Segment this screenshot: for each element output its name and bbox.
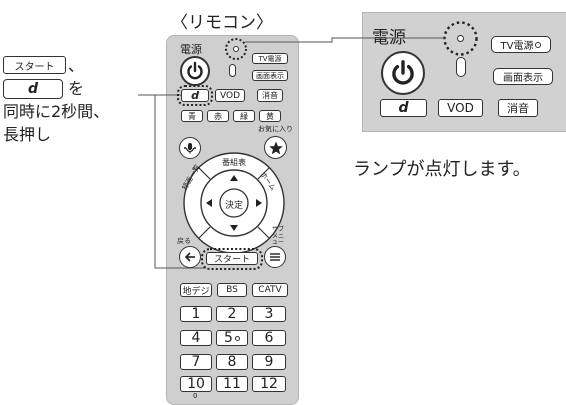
remote-power-button[interactable] — [180, 56, 210, 86]
remote-number-key[interactable]: 1 — [180, 306, 212, 322]
remote-lamp-indicator — [229, 64, 236, 77]
number-label: 2 — [227, 306, 237, 322]
remote-terrestrial-button[interactable]: 地デジ — [180, 283, 212, 297]
zoom-screen-display-button: 画面表示 — [493, 68, 553, 85]
remote-blue-button[interactable]: 青 — [181, 110, 203, 122]
tactile-dot — [234, 335, 240, 341]
remote-favorite-button[interactable] — [264, 136, 287, 159]
zoom-d-label: d — [398, 100, 409, 116]
remote-green-button[interactable]: 緑 — [233, 110, 255, 122]
instruction-line-4: 長押し — [3, 125, 52, 144]
number-label: 7 — [191, 354, 201, 370]
number-label: 9 — [264, 354, 274, 370]
caption: ランプが点灯します。 — [353, 159, 531, 180]
remote-bottom-label: 0 — [193, 392, 198, 400]
remote-vod-button[interactable]: VOD — [215, 89, 245, 102]
remote-sub-menu-label: サブメニュー — [272, 226, 285, 247]
remote-number-key[interactable]: 8 — [216, 354, 248, 370]
remote-yellow-button[interactable]: 黄 — [259, 110, 281, 122]
menu-icon — [270, 253, 280, 261]
zoom-lamp-indicator — [456, 57, 466, 77]
remote-yellow-label: 黄 — [266, 111, 274, 121]
zoom-mute-button: 消音 — [498, 99, 538, 117]
instruction-line-3: 同時に2秒間、 — [3, 102, 110, 121]
remote-menu-button[interactable] — [264, 246, 286, 268]
number-label: 10 — [187, 376, 205, 392]
zoom-power-button — [381, 51, 425, 95]
remote-d-label: d — [191, 89, 199, 102]
remote-terrestrial-label: 地デジ — [182, 286, 210, 297]
remote-green-label: 緑 — [240, 111, 248, 121]
number-label: 3 — [264, 306, 274, 322]
zoom-tv-power-label: TV電源 — [500, 41, 534, 52]
remote-red-button[interactable]: 赤 — [207, 110, 229, 122]
remote-bs-button[interactable]: BS — [217, 283, 247, 297]
back-arrow-icon — [184, 252, 195, 262]
remote-screen-display-button[interactable]: 画面表示 — [252, 70, 288, 81]
remote-bs-label: BS — [226, 285, 238, 295]
number-label: 8 — [227, 354, 237, 370]
instruction-particle: を — [68, 79, 85, 98]
remote-mute-label: 消音 — [262, 91, 278, 100]
remote-number-key[interactable]: 2 — [216, 306, 248, 322]
number-label: 4 — [191, 330, 201, 346]
instruction-d-key: d — [3, 79, 63, 99]
remote-number-key[interactable]: 3 — [252, 306, 286, 322]
remote-tv-power-button[interactable]: TV電源 — [252, 53, 288, 64]
instruction-start-key: スタート — [3, 56, 66, 74]
remote-power-label: 電源 — [180, 43, 202, 56]
zoom-d-button: d — [380, 99, 427, 117]
number-label: 12 — [260, 376, 278, 392]
remote-start-button[interactable]: スタート — [206, 252, 258, 265]
remote-number-key[interactable]: 12 — [252, 376, 286, 392]
remote-number-key[interactable]: 6 — [252, 330, 286, 346]
remote-back-button[interactable] — [179, 246, 201, 268]
remote-title: 〈リモコン〉 — [171, 13, 273, 33]
remote-ok-label[interactable]: 決定 — [225, 201, 244, 211]
zoom-power-label: 電源 — [372, 28, 406, 48]
remote-catv-label: CATV — [258, 285, 282, 295]
remote-back-label: 戻る — [177, 237, 191, 245]
remote-number-key[interactable]: 9 — [252, 354, 286, 370]
instruction-separator: 、 — [68, 56, 85, 75]
remote-d-button[interactable]: d — [181, 89, 209, 102]
remote-number-key[interactable]: 10 — [180, 376, 212, 392]
remote-lamp-dot — [233, 46, 239, 52]
remote-number-key[interactable]: 5 — [216, 330, 248, 346]
zoom-lamp-dot — [457, 35, 464, 42]
remote-red-label: 赤 — [214, 111, 222, 121]
remote-start-label: スタート — [213, 255, 250, 265]
number-label: 11 — [223, 376, 241, 392]
remote-program-guide-label[interactable]: 番組表 — [222, 158, 246, 167]
remote-vod-label: VOD — [219, 90, 240, 101]
remote-number-key[interactable]: 7 — [180, 354, 212, 370]
remote-number-key[interactable]: 4 — [180, 330, 212, 346]
zoom-vod-label: VOD — [447, 101, 474, 115]
remote-mute-button[interactable]: 消音 — [257, 89, 283, 102]
remote-tv-power-label: TV電源 — [258, 54, 282, 63]
remote-navigation-ring — [183, 152, 285, 254]
zoom-mute-label: 消音 — [507, 102, 529, 115]
zoom-vod-button: VOD — [438, 99, 483, 117]
power-icon — [392, 60, 414, 85]
remote-catv-button[interactable]: CATV — [252, 283, 288, 297]
zoom-tv-power-dot — [535, 41, 542, 48]
number-label: 5 — [224, 330, 233, 346]
remote-blue-label: 青 — [188, 111, 196, 121]
remote-screen-display-label: 画面表示 — [256, 71, 284, 80]
number-label: 6 — [264, 330, 274, 346]
zoom-tv-power-button: TV電源 — [491, 36, 551, 53]
power-icon — [187, 61, 203, 80]
remote-favorites-label: お気に入り — [258, 125, 293, 133]
zoom-screen-display-label: 画面表示 — [503, 73, 543, 84]
star-icon — [268, 141, 283, 154]
remote-number-key[interactable]: 11 — [216, 376, 248, 392]
number-label: 1 — [191, 306, 201, 322]
